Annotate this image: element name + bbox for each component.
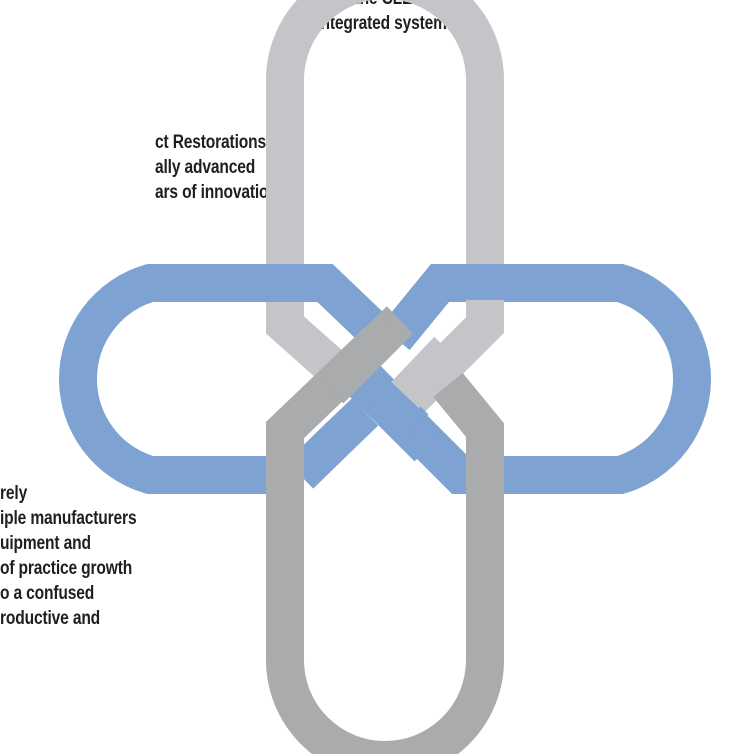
text-line: uipment and bbox=[0, 533, 91, 554]
top-link-loop bbox=[266, 0, 504, 330]
bottom-link-front-cross bbox=[316, 311, 409, 404]
text-line: o a confused bbox=[0, 583, 95, 604]
bottom-link-loop bbox=[266, 306, 504, 754]
text-block-middle: ct Restorations ally advanced ars of inn… bbox=[155, 130, 296, 205]
horizontal-link-right bbox=[378, 264, 711, 494]
horizontal-link-cross-2 bbox=[286, 422, 354, 489]
horizontal-link-left bbox=[59, 264, 406, 494]
text-line: rely bbox=[0, 483, 28, 504]
horizontal-link-cross bbox=[324, 398, 379, 452]
text-block-bottom: rely iple manufacturers uipment and of p… bbox=[0, 481, 137, 631]
top-link-left-hook bbox=[266, 310, 343, 380]
text-line: of the CLEAR FIT bbox=[336, 0, 462, 11]
text-line: of practice growth bbox=[0, 558, 133, 579]
text-line: roductive and bbox=[0, 608, 101, 629]
text-line: integrated system bbox=[316, 13, 447, 34]
horizontal-link-front-cross bbox=[346, 358, 429, 442]
text-line: ct Restorations bbox=[155, 132, 266, 153]
text-line: ally advanced bbox=[155, 157, 256, 178]
text-block-top: of the CLEAR FIT integrated system bbox=[316, 0, 462, 36]
text-line: iple manufacturers bbox=[0, 508, 137, 529]
top-link-front-cross bbox=[391, 336, 462, 409]
text-line: ars of innovation in bbox=[155, 182, 296, 203]
